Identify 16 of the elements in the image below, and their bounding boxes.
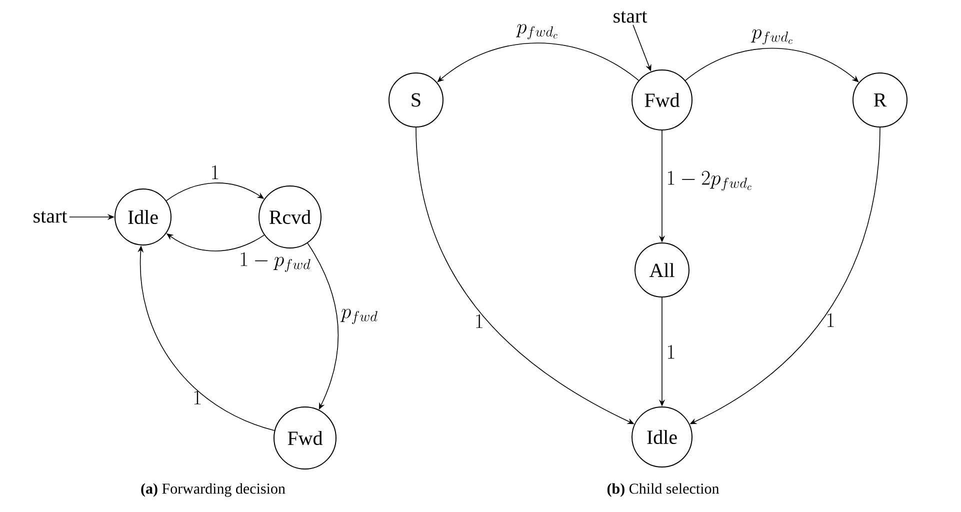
edge-label: $1$	[668, 344, 674, 359]
edge-label: $1$	[828, 313, 834, 327]
edge-label: $p_{fwd}$	[340, 308, 378, 324]
subfigure-caption: (a) Forwarding decision	[141, 483, 286, 497]
edge-label: $1 - p_{fwd}$	[240, 252, 310, 272]
start-label: start	[614, 11, 648, 23]
edge-label: $1$	[212, 165, 218, 180]
arrow	[437, 42, 640, 82]
edge-label: $1$	[476, 314, 482, 328]
edge-label: $1 - 2p_{fwd_c}$	[668, 170, 752, 191]
subfigure-caption: (b) Child selection	[607, 483, 720, 497]
edge-label: $p_{fwd_c}$	[750, 29, 792, 45]
edge-label: $1$	[194, 390, 201, 404]
start-label: start	[34, 211, 68, 223]
arrow	[684, 48, 859, 82]
edge-label: $p_{fwd_c}$	[516, 24, 558, 40]
